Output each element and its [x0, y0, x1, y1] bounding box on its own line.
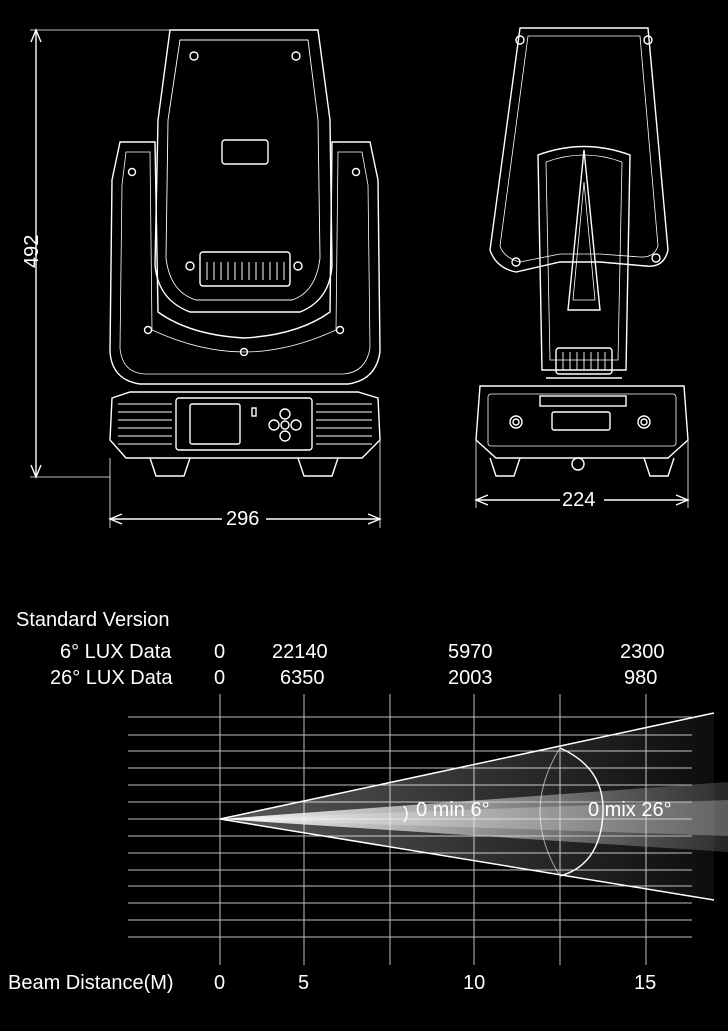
side-view: [474, 27, 690, 508]
row-6deg-value: 22140: [272, 641, 328, 663]
row-6deg-value: 5970: [448, 641, 493, 663]
row-label-26deg: 26° LUX Data: [50, 667, 173, 689]
row-6deg-value: 0: [214, 641, 226, 663]
side-width-dimension-label: 224: [562, 489, 596, 511]
axis-tick: 5: [298, 972, 310, 994]
row-6deg-value: 2300: [620, 641, 665, 663]
axis-tick: 10: [463, 972, 486, 994]
front-width-dimension-label: 296: [226, 508, 260, 530]
table-title: Standard Version: [16, 609, 170, 631]
beam-chart: [128, 694, 728, 965]
row-label-6deg: 6° LUX Data: [60, 641, 172, 663]
wide-beam-label: 0 mix 26°: [588, 799, 672, 821]
row-26deg-value: 980: [624, 667, 658, 689]
axis-label: Beam Distance(M): [8, 972, 174, 994]
row-26deg-value: 6350: [280, 667, 325, 689]
row-26deg-value: 0: [214, 667, 226, 689]
front-view: [30, 28, 382, 528]
narrow-beam: [220, 782, 728, 852]
axis-tick: 0: [214, 972, 226, 994]
axis-tick: 15: [634, 972, 657, 994]
height-dimension-label: 492: [21, 234, 43, 268]
row-26deg-value: 2003: [448, 667, 493, 689]
narrow-beam-label: 0 min 6°: [416, 799, 490, 821]
